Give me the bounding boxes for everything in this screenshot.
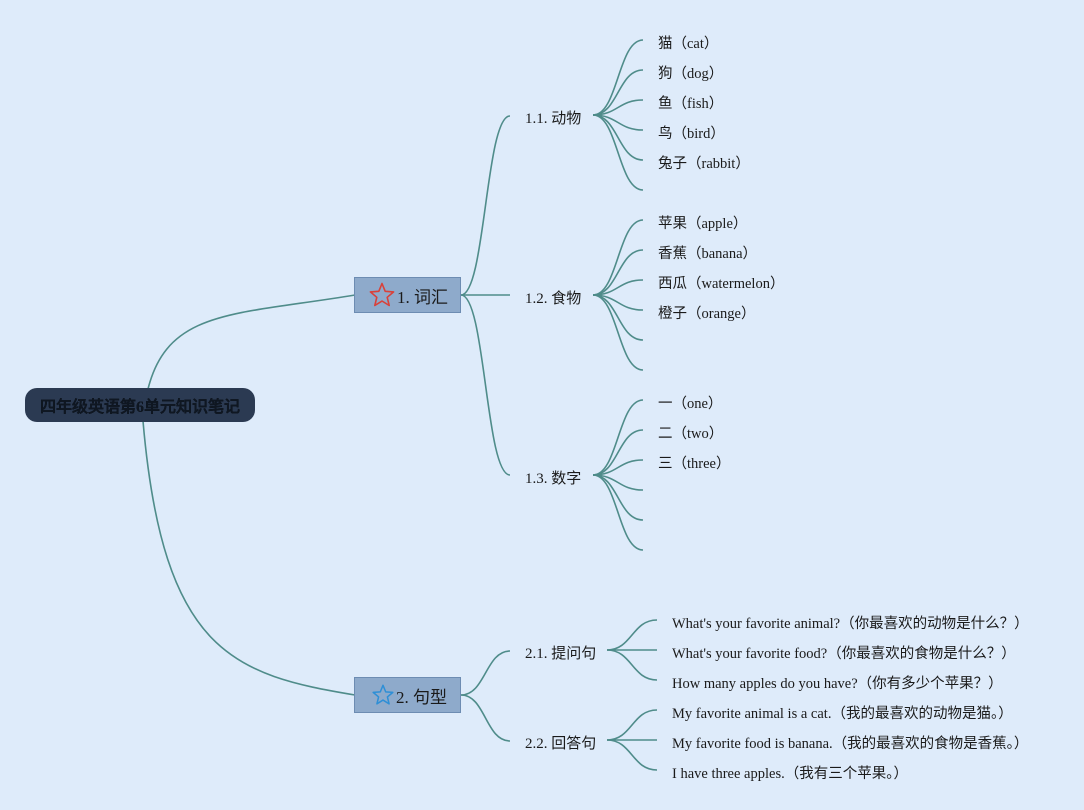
link-subtopic-leaf (592, 219, 644, 296)
subtopic-animals[interactable]: 1.1. 动物 (525, 111, 582, 127)
branch-sentence-patterns[interactable]: 2. 句型 (354, 677, 461, 713)
link-subtopic-leaf (592, 249, 644, 296)
link-root-vocabulary (147, 294, 356, 390)
leaf-item[interactable]: My favorite animal is a cat.（我的最喜欢的动物是猫。… (672, 706, 1013, 722)
link-subtopic-leaf (592, 474, 644, 551)
link-branch-subtopic (460, 694, 511, 742)
subtopic-questions[interactable]: 2.1. 提问句 (525, 646, 597, 662)
link-subtopic-leaf (592, 39, 644, 116)
leaf-item[interactable]: 橙子（orange） (658, 306, 756, 322)
branch-vocabulary[interactable]: 1. 词汇 (354, 277, 461, 313)
branch-label: 1. 词汇 (397, 287, 448, 307)
leaf-item[interactable]: How many apples do you have?（你有多少个苹果？） (672, 676, 1003, 692)
link-root-sentences (142, 420, 356, 696)
leaf-item[interactable]: 鱼（fish） (658, 96, 724, 112)
link-subtopic-leaf (606, 649, 658, 681)
leaf-item[interactable]: 三（three） (658, 456, 731, 472)
leaf-item[interactable]: 鸟（bird） (658, 126, 725, 142)
link-subtopic-leaf (592, 429, 644, 476)
leaf-item[interactable]: 一（one） (658, 396, 723, 412)
leaf-item[interactable]: 苹果（apple） (658, 216, 748, 232)
root-title: 四年级英语第6单元知识笔记 (39, 399, 240, 416)
link-branch-subtopic (460, 294, 511, 476)
leaf-item[interactable]: 西瓜（watermelon） (658, 276, 785, 292)
subtopic-numbers[interactable]: 1.3. 数字 (525, 471, 582, 487)
subtopic-food[interactable]: 1.2. 食物 (525, 291, 582, 307)
link-subtopic-leaf (606, 739, 658, 771)
link-subtopic-leaf (592, 294, 644, 371)
leaf-item[interactable]: 兔子（rabbit） (658, 156, 750, 172)
leaf-item[interactable]: 香蕉（banana） (658, 246, 758, 262)
leaf-item[interactable]: I have three apples.（我有三个苹果。） (672, 766, 908, 782)
link-subtopic-leaf (606, 619, 658, 651)
branch-label: 2. 句型 (396, 687, 447, 707)
leaf-item[interactable]: My favorite food is banana.（我的最喜欢的食物是香蕉。… (672, 736, 1029, 752)
leaf-item[interactable]: 狗（dog） (658, 66, 724, 82)
link-branch-subtopic (460, 115, 511, 296)
blue-star-icon (372, 684, 394, 705)
subtopic-answers[interactable]: 2.2. 回答句 (525, 736, 597, 752)
root-node[interactable]: 四年级英语第6单元知识笔记 (25, 388, 255, 422)
link-subtopic-leaf (592, 399, 644, 476)
link-subtopic-leaf (592, 114, 644, 191)
leaf-item[interactable]: What's your favorite animal?（你最喜欢的动物是什么？… (672, 616, 1029, 632)
link-subtopic-leaf (592, 69, 644, 116)
red-star-icon (369, 282, 395, 307)
leaf-item[interactable]: 猫（cat） (658, 36, 719, 52)
leaf-item[interactable]: 二（two） (658, 426, 724, 442)
link-subtopic-leaf (606, 709, 658, 741)
leaf-item[interactable]: What's your favorite food?（你最喜欢的食物是什么？） (672, 646, 1016, 662)
link-branch-subtopic (460, 650, 511, 696)
